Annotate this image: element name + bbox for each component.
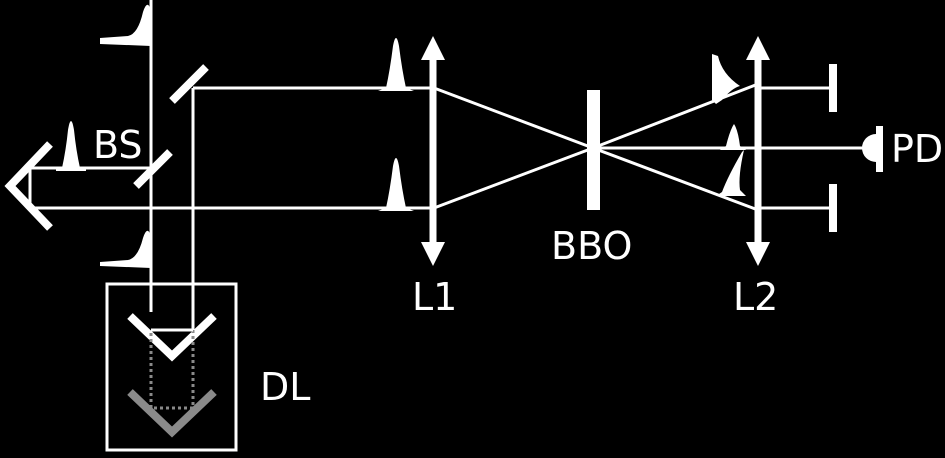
retroreflector-dl — [127, 313, 217, 362]
diverge-beam-upper — [592, 82, 759, 150]
label-l2: L2 — [733, 275, 778, 319]
pulse-l2-center — [720, 124, 746, 150]
label-l1: L1 — [412, 275, 457, 319]
pulse-input-top — [100, 4, 151, 47]
focus-beam-upper — [433, 86, 594, 150]
beam-splitter — [133, 149, 173, 189]
lens-l1-arrow-top — [421, 36, 445, 60]
pulse-lower-beam — [378, 158, 414, 211]
beam-block-upper — [829, 64, 837, 112]
bbo-crystal — [587, 90, 600, 210]
label-bbo: BBO — [551, 224, 632, 268]
lens-l2-arrow-bottom — [746, 242, 770, 266]
beam-block-lower — [829, 184, 837, 232]
lens-l1-arrow-bottom — [421, 242, 445, 266]
focus-beam-lower — [433, 146, 594, 210]
diverge-beam-lower — [592, 146, 759, 212]
photodiode-icon — [862, 134, 876, 162]
pulse-l2-lower — [716, 150, 746, 196]
pulse-l2-upper — [712, 54, 740, 104]
pulse-upper-beam — [378, 38, 414, 91]
pulse-bs-left — [56, 121, 86, 171]
mirror-top — [169, 64, 209, 104]
label-bs: BS — [93, 123, 143, 167]
retroreflector-dl-ghost — [127, 389, 217, 438]
label-dl: DL — [260, 365, 310, 409]
photodiode-body — [876, 126, 883, 172]
label-pd: PD — [891, 127, 943, 171]
lens-l2-arrow-top — [746, 36, 770, 60]
delay-line-box — [105, 282, 238, 452]
retroreflector-left — [4, 141, 53, 231]
pulse-input-bottom — [100, 230, 151, 268]
